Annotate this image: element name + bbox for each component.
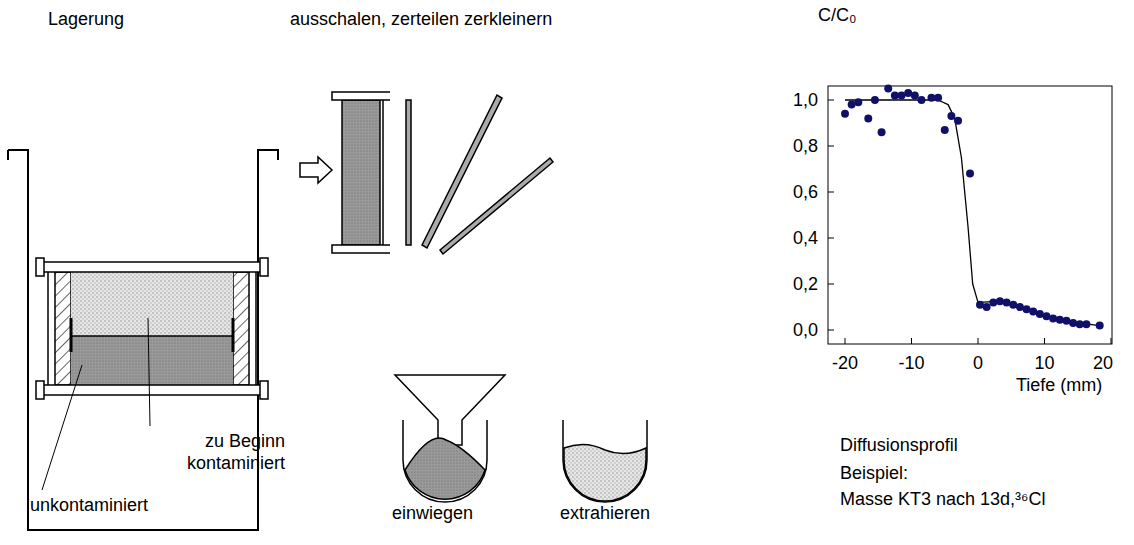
tick bbox=[828, 100, 834, 101]
data-point bbox=[917, 96, 925, 104]
panel-title: ausschalen, zerteilen zerkleinern bbox=[290, 8, 570, 30]
tick-label: 0,8 bbox=[793, 135, 818, 157]
data-point bbox=[878, 128, 886, 136]
tick bbox=[828, 192, 834, 193]
axis-title: C/C₀ bbox=[818, 4, 856, 26]
tick-label: 20 bbox=[1093, 352, 1113, 374]
tick bbox=[1111, 338, 1112, 344]
tick bbox=[1044, 338, 1045, 344]
chart-frame bbox=[828, 86, 1112, 344]
data-point bbox=[966, 170, 974, 178]
tick-label: 0 bbox=[973, 352, 983, 374]
step-label: einwiegen bbox=[392, 502, 473, 524]
axis-title: Tiefe (mm) bbox=[1016, 374, 1102, 396]
tick bbox=[845, 338, 846, 344]
tick bbox=[828, 330, 834, 331]
tick-label: 0,4 bbox=[793, 227, 818, 249]
caption-text: Diffusionsprofil bbox=[840, 434, 958, 456]
data-point bbox=[884, 85, 892, 93]
part-label: zu Beginn kontaminiert bbox=[150, 430, 285, 474]
tick bbox=[828, 146, 834, 147]
data-point bbox=[854, 98, 862, 106]
tick bbox=[828, 284, 834, 285]
fit-curve bbox=[845, 100, 1098, 325]
tick bbox=[911, 338, 912, 344]
data-point bbox=[996, 297, 1004, 305]
data-point bbox=[1049, 315, 1057, 323]
sample-slicing bbox=[300, 92, 553, 254]
data-point bbox=[911, 91, 919, 99]
funnel-and-tubes bbox=[395, 375, 647, 502]
panel-title: Lagerung bbox=[48, 8, 124, 30]
data-point bbox=[871, 96, 879, 104]
leader-line bbox=[42, 365, 82, 490]
step-label: extrahieren bbox=[560, 502, 650, 524]
tick-label: 0,2 bbox=[793, 273, 818, 295]
data-point bbox=[1069, 319, 1077, 327]
diffusion-cell bbox=[36, 258, 268, 399]
data-point bbox=[941, 126, 949, 134]
data-point bbox=[989, 298, 997, 306]
data-point bbox=[1096, 321, 1104, 329]
data-point bbox=[934, 94, 942, 102]
data-point bbox=[841, 110, 849, 118]
tick-label: 0,6 bbox=[793, 181, 818, 203]
data-point bbox=[983, 303, 991, 311]
chart-data bbox=[828, 85, 1111, 345]
data-point bbox=[947, 112, 955, 120]
tick-label: -20 bbox=[832, 352, 858, 374]
data-point bbox=[864, 114, 872, 122]
tick bbox=[828, 238, 834, 239]
data-point bbox=[1056, 316, 1064, 324]
tick-label: -10 bbox=[898, 352, 924, 374]
tick-label: 0,0 bbox=[793, 319, 818, 341]
tick-label: 1,0 bbox=[793, 89, 818, 111]
caption-text: Masse KT3 nach 13d,³⁶Cl bbox=[840, 488, 1046, 510]
data-point bbox=[954, 117, 962, 125]
tick-label: 10 bbox=[1034, 352, 1054, 374]
data-point bbox=[1082, 320, 1090, 328]
part-label: unkontaminiert bbox=[30, 494, 148, 516]
tick bbox=[978, 338, 979, 344]
caption-text: Beispiel: bbox=[840, 462, 908, 484]
leader-line bbox=[148, 318, 150, 426]
